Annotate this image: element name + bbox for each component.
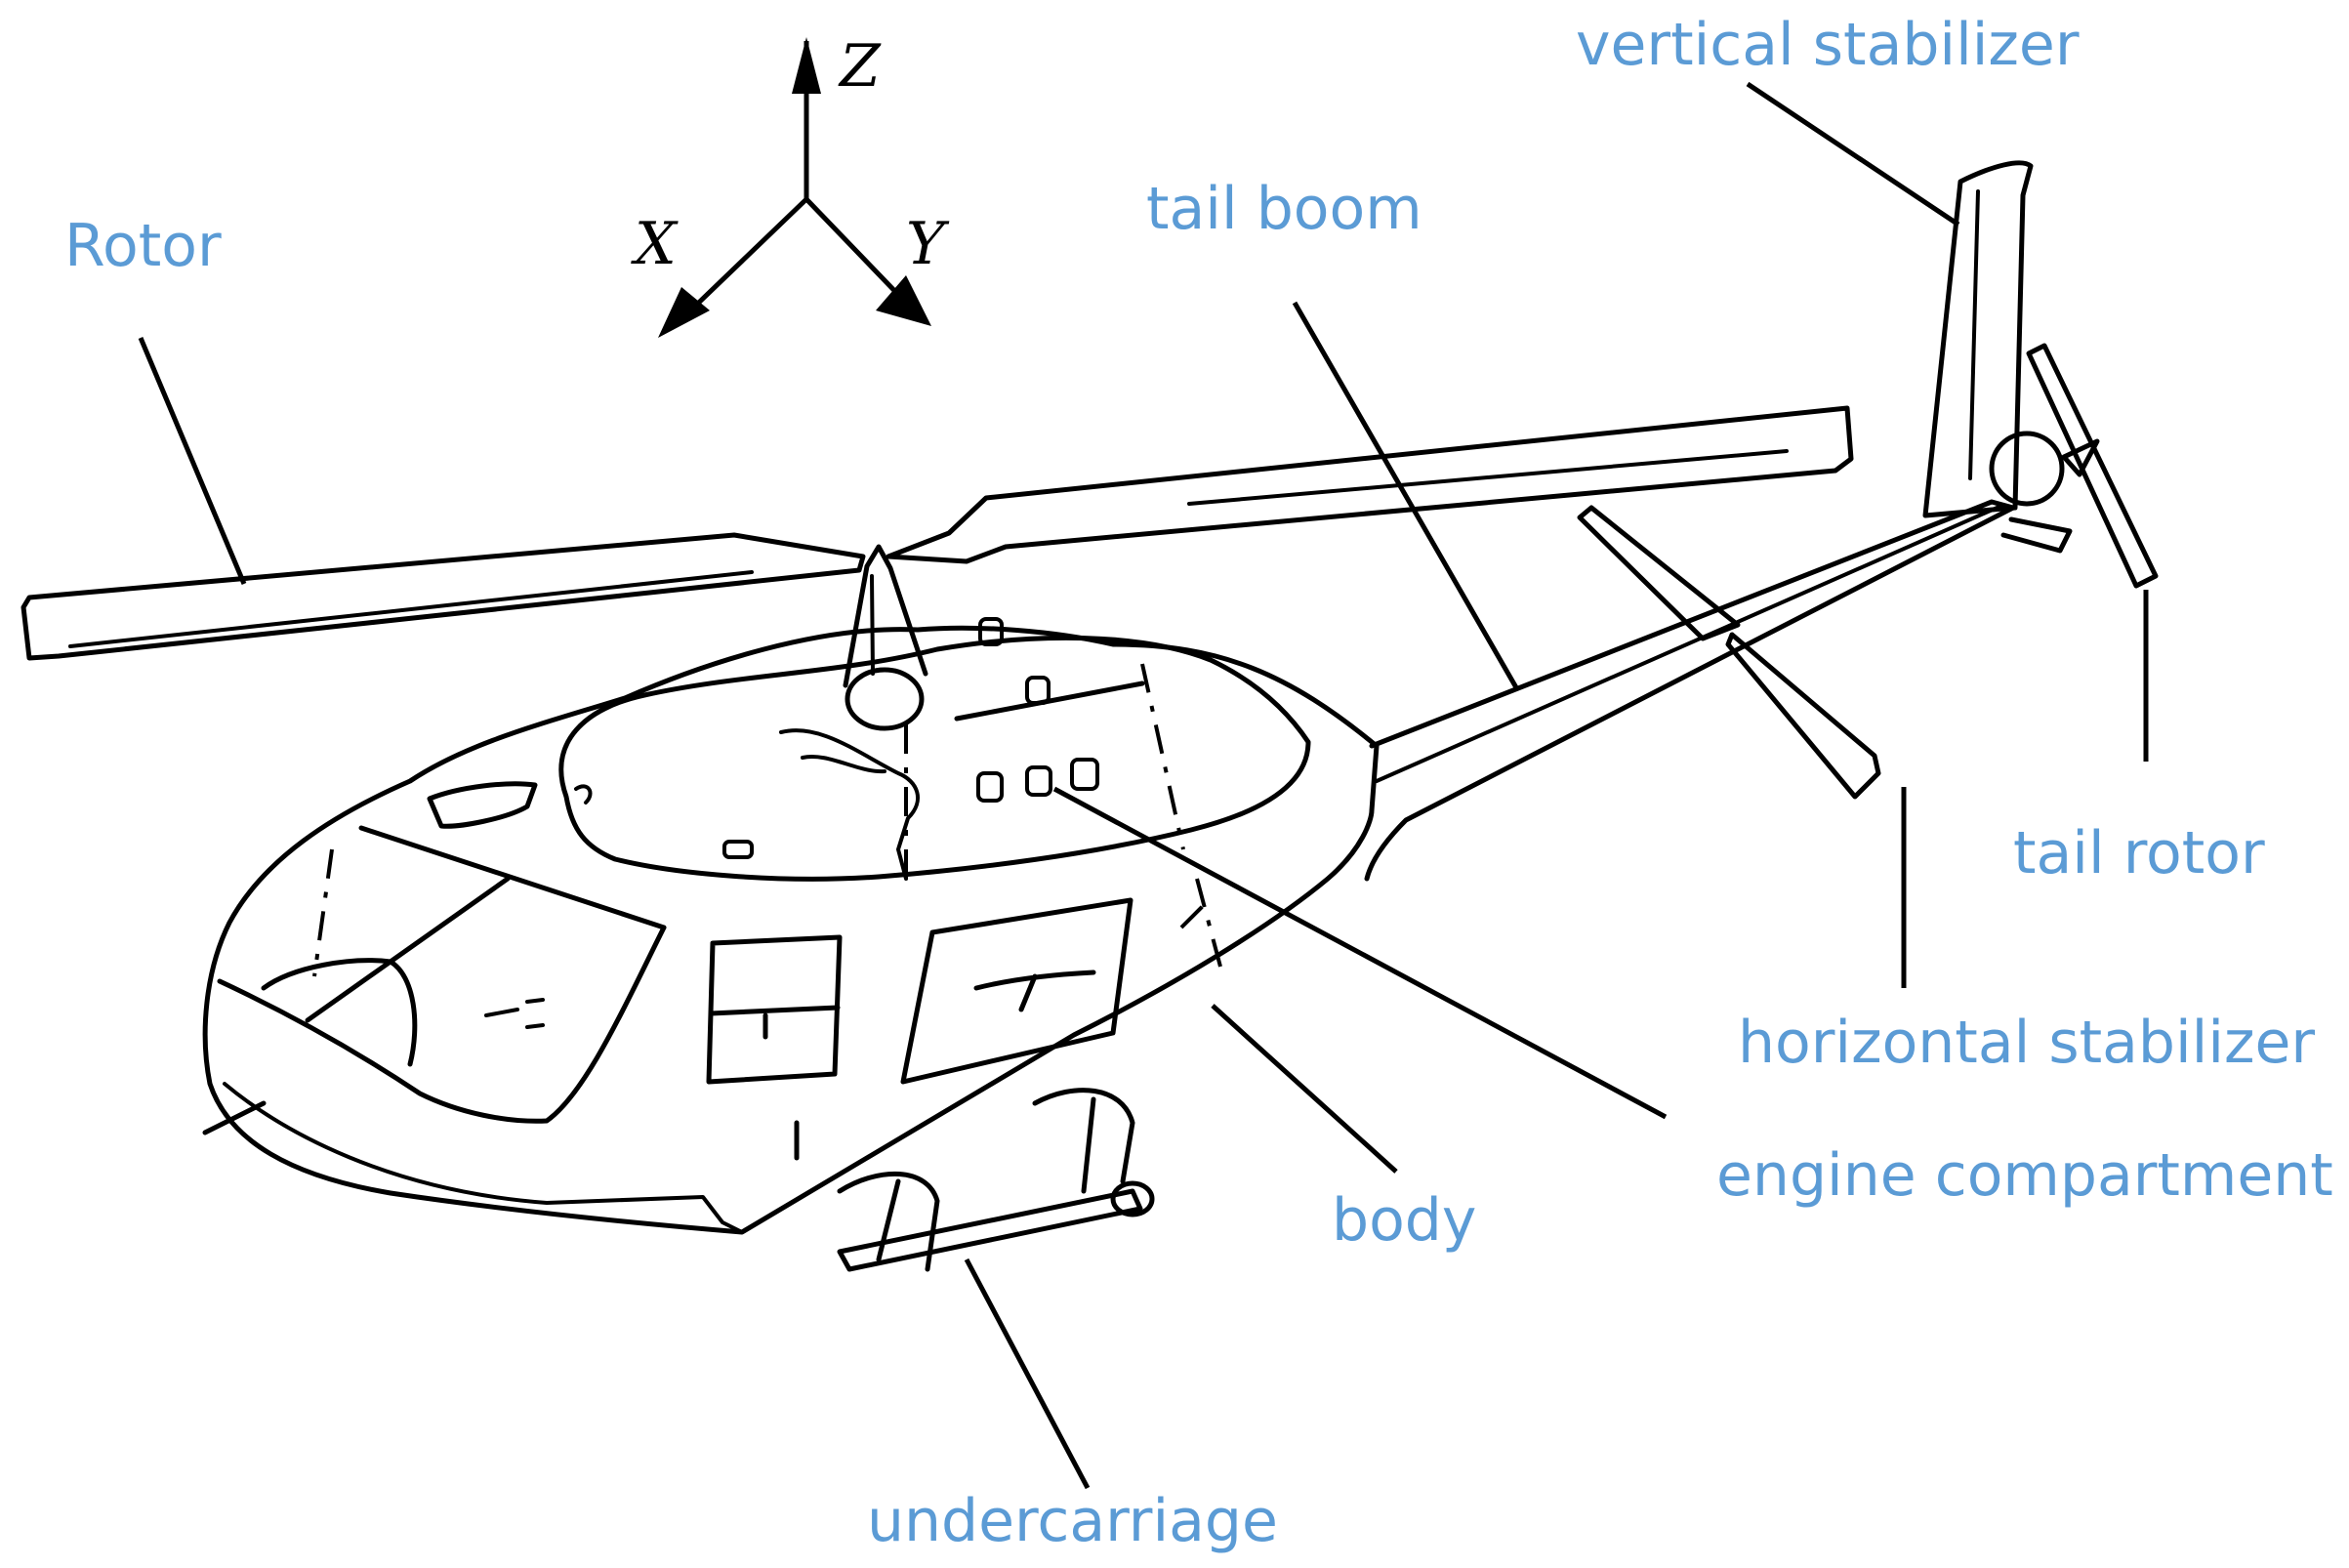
vent-6 xyxy=(722,840,754,859)
x-axis-arrow xyxy=(681,197,808,319)
side-window-rear xyxy=(900,897,1133,1085)
hub-fairing-2 xyxy=(801,754,886,774)
leader-body xyxy=(1211,1004,1398,1174)
undercarriage xyxy=(837,1088,1155,1272)
tail-rotor xyxy=(1989,343,2159,589)
vent-7 xyxy=(574,784,593,805)
y-axis-arrow xyxy=(804,197,908,305)
door-seam-rear xyxy=(1140,663,1185,850)
vent-3 xyxy=(976,771,1004,803)
label-horizontal-stabilizer: horizontal stabilizer xyxy=(1738,1009,2315,1077)
label-body: body xyxy=(1332,1186,1476,1255)
v-stab-base xyxy=(2000,516,2073,554)
helicopter-body xyxy=(202,499,2016,1235)
rotor-mast-line xyxy=(870,574,875,676)
leader-vertical-stabilizer xyxy=(1746,81,1960,227)
leader-undercarriage xyxy=(964,1258,1091,1490)
instrument-hood xyxy=(261,958,418,1067)
windshield-top-bump xyxy=(427,781,538,829)
windshield-frame xyxy=(217,925,667,1124)
leader-rotor xyxy=(138,337,247,585)
tail-boom xyxy=(1364,499,2016,882)
leader-lines xyxy=(138,81,2149,1490)
h-stab-front xyxy=(1725,632,1881,800)
y-arrowhead xyxy=(876,275,931,326)
vent-1 xyxy=(978,617,1004,646)
skid-tube xyxy=(837,1188,1143,1272)
door-seam-tail xyxy=(1179,896,1213,929)
vertical-stabilizer xyxy=(1922,160,2073,554)
cross-tube-rear xyxy=(1032,1088,1135,1194)
leader-engine-compartment xyxy=(1052,786,1668,1120)
door-seam-front xyxy=(312,848,334,977)
x-arrowhead xyxy=(658,287,710,338)
vent-2 xyxy=(1025,676,1051,705)
y-axis-label: Y xyxy=(906,210,950,278)
door-seam-lower xyxy=(1195,878,1222,968)
windshield-wiper xyxy=(202,1100,267,1135)
v-stab-inner xyxy=(1968,189,1980,480)
coordinate-axes: Z X Y xyxy=(631,32,950,338)
tail-rotor-blade xyxy=(2026,343,2159,589)
label-tail-rotor: tail rotor xyxy=(2013,819,2265,887)
hub-fairing xyxy=(779,728,920,881)
label-vertical-stabilizer: vertical stabilizer xyxy=(1576,11,2080,79)
label-engine-compartment: engine compartment xyxy=(1716,1141,2333,1210)
fuselage-outline xyxy=(202,625,1380,1235)
tail-boom-upper xyxy=(1375,504,2003,783)
rotor-mast xyxy=(843,544,928,688)
skid-tip xyxy=(1110,1180,1155,1217)
tail-rotor-hub-cap xyxy=(2061,438,2100,477)
fuselage-bottom-line xyxy=(223,1082,744,1234)
horizontal-stabilizer xyxy=(1577,505,1881,800)
main-rotor xyxy=(21,405,1854,731)
rotor-blade-left xyxy=(21,532,866,661)
x-axis-label: X xyxy=(631,210,679,278)
vent-5 xyxy=(1070,758,1099,791)
side-window-front xyxy=(706,934,843,1085)
side-window-front-divider xyxy=(708,1005,841,1016)
rear-window-mark xyxy=(973,970,1096,1012)
vent-4 xyxy=(1025,765,1052,797)
cross-tube-front xyxy=(837,1171,940,1272)
rotor-blade-right xyxy=(886,405,1854,564)
tail-rotor-hub xyxy=(1989,431,2065,507)
labels: Rotor tail boom vertical stabilizer tail… xyxy=(64,11,2333,1555)
v-stab-body xyxy=(1922,160,2034,518)
canopy-top xyxy=(558,635,1311,882)
label-undercarriage: undercarriage xyxy=(867,1487,1278,1555)
door-handle-marks xyxy=(484,998,545,1029)
z-axis-label: Z xyxy=(838,32,882,101)
z-arrowhead xyxy=(792,37,821,94)
rotor-hub xyxy=(845,667,925,731)
rotor-blade-right-stripe xyxy=(1187,449,1789,506)
windshield-upper xyxy=(358,825,667,930)
label-tail-boom: tail boom xyxy=(1146,175,1422,243)
h-stab-rear xyxy=(1577,505,1741,641)
label-rotor: Rotor xyxy=(64,212,222,280)
cowl-line xyxy=(954,681,1145,722)
windshield-divider xyxy=(305,876,511,1023)
leader-tail-boom xyxy=(1292,301,1520,691)
rotor-blade-left-stripe xyxy=(68,570,754,648)
